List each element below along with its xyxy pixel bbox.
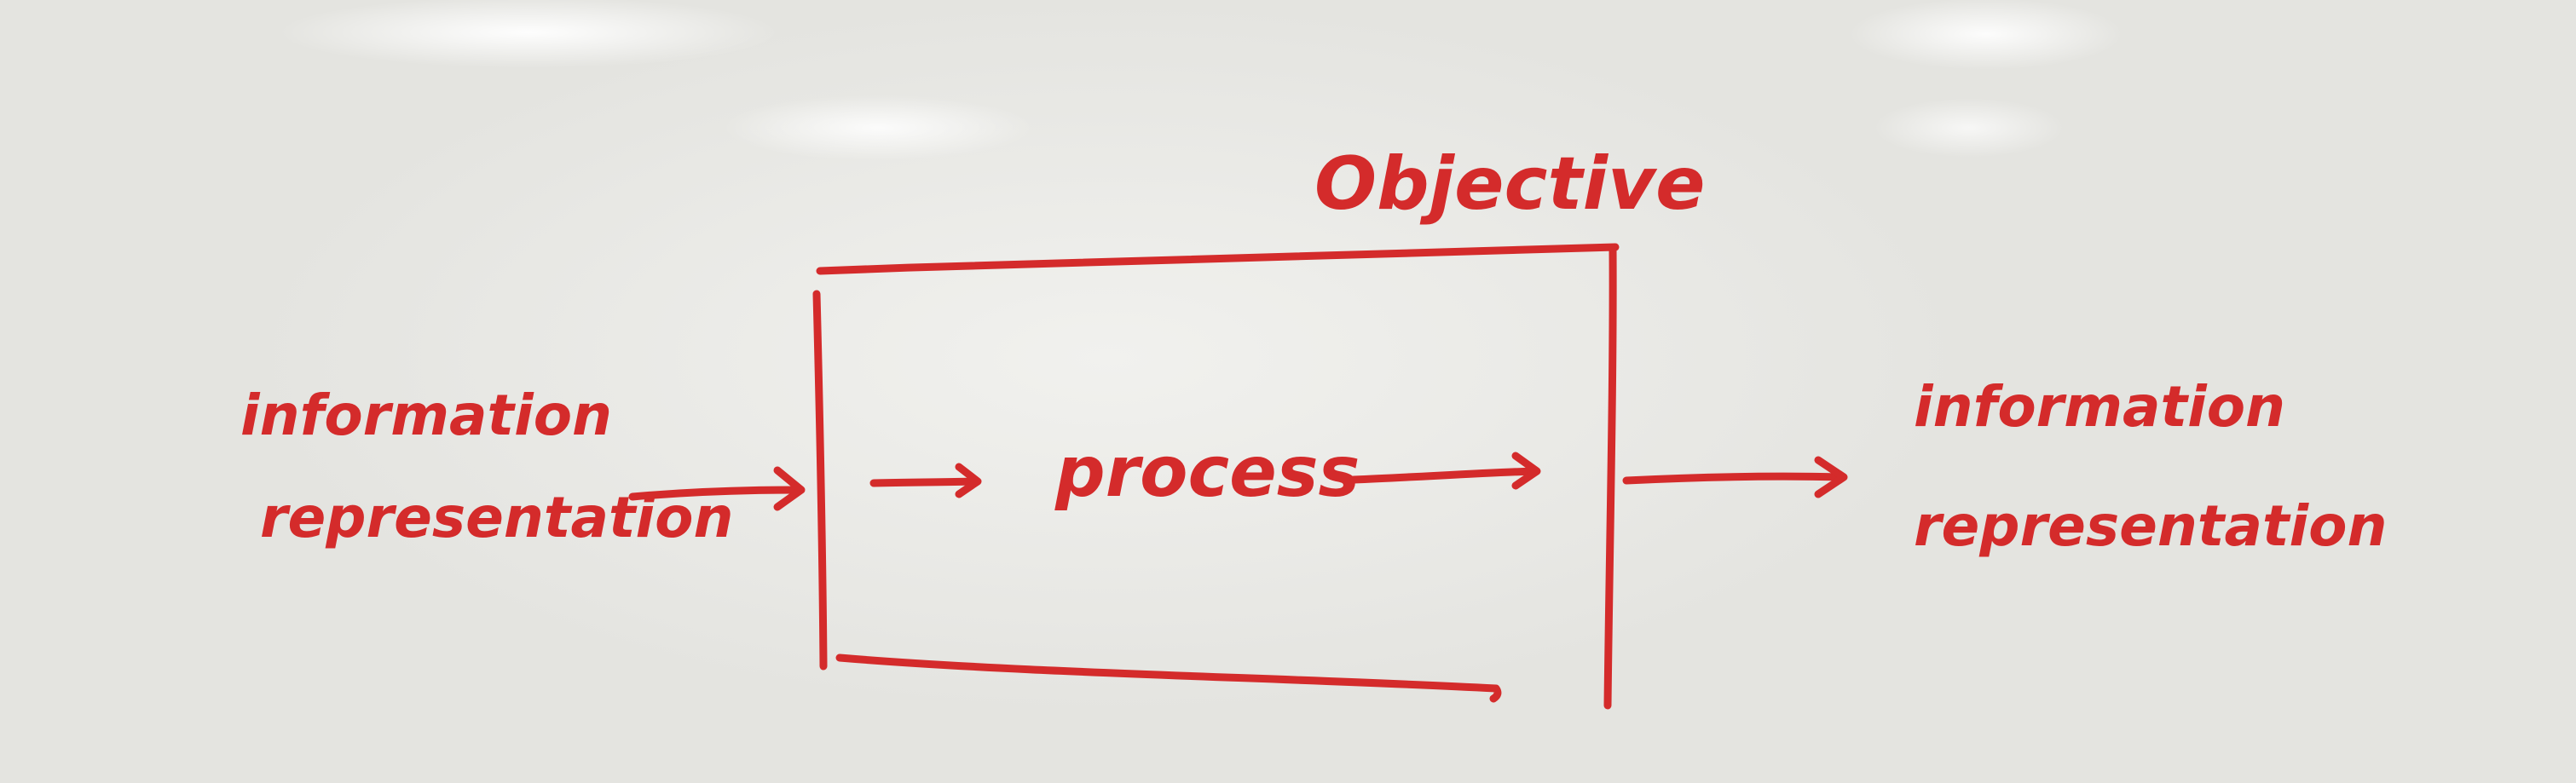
output-label-line1: information xyxy=(1914,374,2285,440)
input-label-line1: information xyxy=(240,383,612,448)
inner-left-arrow xyxy=(869,463,982,498)
box-left-edge xyxy=(812,290,828,671)
box-right-edge xyxy=(1603,245,1617,710)
objective-label: Objective xyxy=(1314,141,1705,227)
box-top-edge xyxy=(816,243,1620,275)
output-arrow xyxy=(1622,456,1848,498)
inner-right-arrow xyxy=(1349,452,1541,490)
process-label: process xyxy=(1054,432,1360,513)
input-arrow xyxy=(628,466,806,511)
box-bottom-edge xyxy=(835,653,1502,703)
output-label-line2: representation xyxy=(1914,493,2388,559)
